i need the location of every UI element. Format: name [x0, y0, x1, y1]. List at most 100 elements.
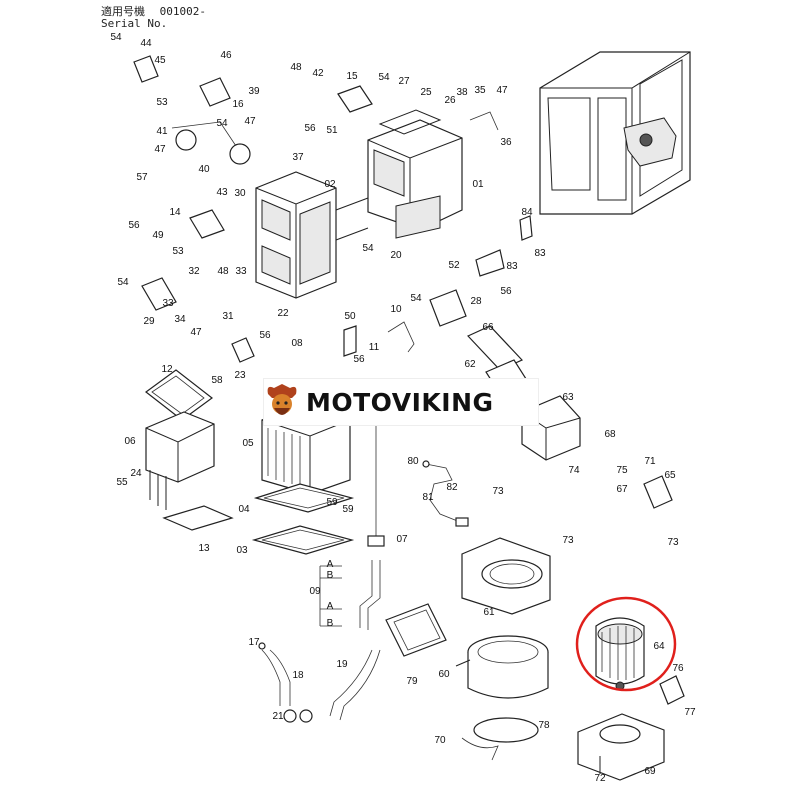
callout-56: 56	[353, 354, 365, 365]
callout-46: 46	[220, 50, 232, 61]
callout-48: 48	[217, 266, 229, 277]
link-41	[171, 121, 237, 147]
callout-A: A	[327, 601, 334, 612]
bracket-52	[475, 249, 505, 277]
callout-42: 42	[312, 68, 324, 79]
wire-harness	[425, 463, 461, 523]
callout-56: 56	[259, 330, 271, 341]
callout-34: 34	[174, 314, 186, 325]
callout-78: 78	[538, 720, 550, 731]
callout-81: 81	[422, 492, 434, 503]
link-50	[343, 325, 357, 357]
callout-30: 30	[234, 188, 246, 199]
callout-14: 14	[169, 207, 181, 218]
hose-35	[469, 111, 499, 131]
callout-36: 36	[500, 137, 512, 148]
callout-54: 54	[410, 293, 422, 304]
callout-04: 04	[238, 504, 250, 515]
callout-09: 09	[309, 586, 321, 597]
clip-17	[258, 642, 266, 650]
callout-39: 39	[248, 86, 260, 97]
callout-08: 08	[291, 338, 303, 349]
callout-75: 75	[616, 465, 628, 476]
callout-53: 53	[172, 246, 184, 257]
callout-82: 82	[446, 482, 458, 493]
callout-58: 58	[211, 375, 223, 386]
callout-68: 68	[604, 429, 616, 440]
header-label: 適用号機	[101, 5, 145, 18]
callout-26: 26	[444, 95, 456, 106]
callout-54: 54	[378, 72, 390, 83]
callout-69: 69	[644, 766, 656, 777]
callout-12: 12	[161, 364, 173, 375]
sensor-15	[337, 85, 373, 113]
blower-case-61	[461, 537, 551, 615]
callout-79: 79	[406, 676, 418, 687]
callout-76: 76	[672, 663, 684, 674]
callout-B: B	[327, 618, 334, 629]
callout-73: 73	[562, 535, 574, 546]
callout-02: 02	[324, 179, 336, 190]
callout-19: 19	[336, 659, 348, 670]
callout-33: 33	[162, 298, 174, 309]
callout-05: 05	[242, 438, 254, 449]
unit-case-assembly	[255, 109, 463, 299]
pipe-09	[359, 560, 373, 628]
callout-84: 84	[521, 207, 533, 218]
callout-47: 47	[154, 144, 166, 155]
rod-10	[387, 321, 415, 353]
brand-banner: MOTOVIKING	[263, 378, 539, 426]
callout-13: 13	[198, 543, 210, 554]
callout-03: 03	[236, 545, 248, 556]
callout-33: 33	[235, 266, 247, 277]
panel-14	[189, 209, 225, 239]
callout-17: 17	[248, 637, 260, 648]
callout-83: 83	[506, 261, 518, 272]
callout-59: 59	[326, 497, 338, 508]
callout-74: 74	[568, 465, 580, 476]
callout-66: 66	[482, 322, 494, 333]
header-serial-value: 001002-	[159, 5, 206, 18]
callout-18: 18	[292, 670, 304, 681]
grommet-21	[283, 709, 297, 723]
callout-54: 54	[216, 118, 228, 129]
callout-29: 29	[143, 316, 155, 327]
callout-16: 16	[232, 99, 244, 110]
callout-62: 62	[464, 359, 476, 370]
callout-52: 52	[448, 260, 460, 271]
evaporator-assembly	[145, 411, 215, 510]
callout-B: B	[327, 570, 334, 581]
header-serial-label: Serial No.	[101, 17, 168, 30]
callout-65: 65	[664, 470, 676, 481]
callout-61: 61	[483, 607, 495, 618]
switch-65	[643, 475, 673, 509]
callout-64: 64	[653, 641, 665, 652]
duct-66	[466, 325, 524, 371]
callout-21: 21	[272, 711, 284, 722]
clamp-70	[461, 737, 499, 761]
callout-49: 49	[152, 230, 164, 241]
callout-72: 72	[594, 773, 606, 784]
callout-28: 28	[470, 296, 482, 307]
gasket-79	[385, 603, 447, 657]
callout-48: 48	[290, 62, 302, 73]
callout-37: 37	[292, 152, 304, 163]
callout-56: 56	[304, 123, 316, 134]
callout-63: 63	[562, 392, 574, 403]
callout-23: 23	[234, 370, 246, 381]
callout-27: 27	[398, 76, 410, 87]
callout-56: 56	[500, 286, 512, 297]
callout-55: 55	[116, 477, 128, 488]
hose-19	[329, 649, 373, 717]
callout-44: 44	[140, 38, 152, 49]
callout-38: 38	[456, 87, 468, 98]
callout-43: 43	[216, 187, 228, 198]
callout-A: A	[327, 559, 334, 570]
callout-77: 77	[684, 707, 696, 718]
callout-51: 51	[326, 125, 338, 136]
viking-logo-icon	[267, 384, 297, 415]
callout-41: 41	[156, 126, 168, 137]
motor-29	[141, 277, 177, 311]
unit-28	[429, 289, 467, 327]
